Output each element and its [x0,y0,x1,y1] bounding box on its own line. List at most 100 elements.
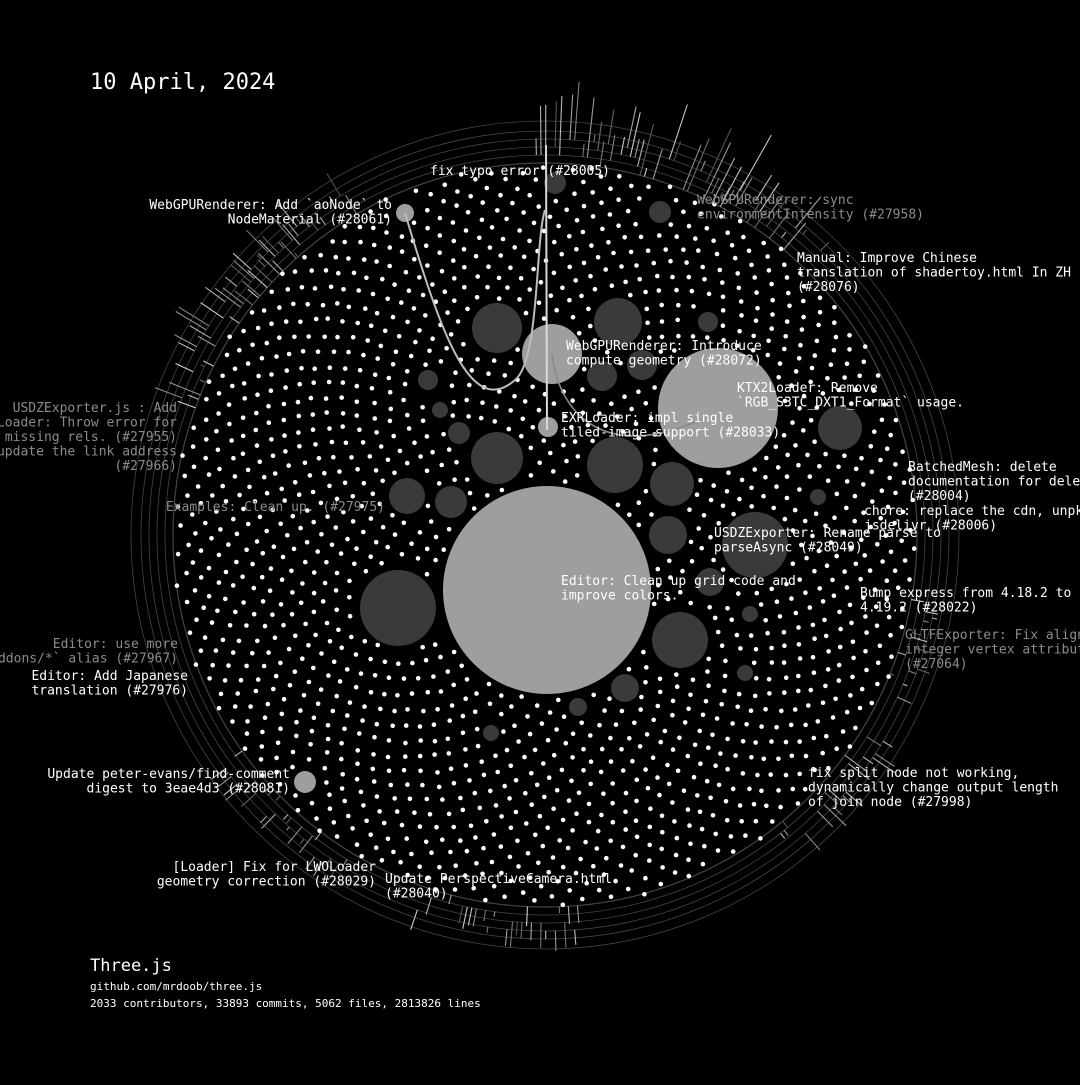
file-dot [194,662,199,667]
file-dot [178,523,183,528]
file-dot [284,319,289,324]
file-dot [250,651,255,656]
file-dot [800,327,805,332]
file-dot [720,280,725,285]
file-dot [797,772,802,777]
file-dot [555,788,560,793]
file-dot [217,706,222,711]
file-dot [512,245,517,250]
file-dot [759,602,764,607]
file-dot [766,353,771,358]
activity-tick [169,382,200,395]
repo-url: github.com/mrdoob/three.js [90,980,262,993]
file-dot [797,487,802,492]
file-dot [386,458,391,463]
file-dot [643,680,648,685]
file-dot [244,623,249,628]
file-dot [753,740,758,745]
file-dot [439,463,444,468]
file-dot [644,665,649,670]
file-dot [549,293,554,298]
file-dot [403,741,408,746]
file-dot [342,727,347,732]
file-dot [591,214,596,219]
file-dot [832,305,837,310]
file-dot [464,763,469,768]
activity-tick [531,923,532,941]
file-dot [241,452,246,457]
file-dot [764,456,769,461]
file-dot [473,835,478,840]
file-dot [554,199,559,204]
file-dot [782,630,787,635]
file-dot [575,473,580,478]
file-dot [759,724,764,729]
commit-label-line: (#28076) [797,280,860,295]
file-dot [880,418,885,423]
repo-name: Three.js [90,956,172,976]
file-dot [358,368,363,373]
commit-label-line: NodeMaterial (#28061) [228,213,392,228]
file-dot [482,773,487,778]
file-dot [234,560,239,565]
file-dot [663,729,668,734]
file-dot [375,722,380,727]
file-dot [774,444,779,449]
file-dot [686,857,691,862]
file-dot [478,806,483,811]
file-dot [903,558,908,563]
file-dot [686,707,691,712]
file-dot [532,898,537,903]
commit-label-line: compute geometry (#28072) [566,354,762,369]
file-dot [698,810,703,815]
file-dot [516,739,521,744]
commit-label-line: GLTFExporter: Fix align [905,628,1080,643]
file-dot [597,723,602,728]
file-dot [859,456,864,461]
file-dot [610,801,615,806]
file-dot [577,331,582,336]
activity-tick [903,684,907,686]
file-dot [813,353,818,358]
file-dot [421,293,426,298]
file-dot [614,722,619,727]
file-dot [315,549,320,554]
file-dot [311,520,316,525]
file-dot [658,740,663,745]
file-dot [360,718,365,723]
file-dot [305,302,310,307]
file-dot [488,789,493,794]
file-dot [371,292,376,297]
file-dot [340,424,345,429]
file-dot [698,761,703,766]
file-dot [797,739,802,744]
file-dot [384,230,389,235]
date-label: 10 April, 2024 [90,70,275,95]
file-dot [481,846,486,851]
file-dot [811,655,816,660]
file-dot [363,639,368,644]
file-dot [480,400,485,405]
file-dot [674,234,679,239]
file-dot [355,400,360,405]
activity-tick [803,230,807,234]
file-dot [319,687,324,692]
file-dot [688,842,693,847]
file-dot [535,703,540,708]
file-dot [862,553,867,558]
activity-tick [200,380,206,383]
file-dot [368,454,373,459]
file-dot [388,245,393,250]
commit-label-line: Update peter-evans/find-comment [47,767,290,782]
file-dot [725,489,730,494]
file-dot [255,392,260,397]
file-dot [889,654,894,659]
file-dot [297,492,302,497]
file-dot [847,347,852,352]
file-dot [785,319,790,324]
file-dot [821,701,826,706]
file-dot [485,493,490,498]
file-dot [352,271,357,276]
file-dot [311,666,316,671]
file-dot [674,198,679,203]
